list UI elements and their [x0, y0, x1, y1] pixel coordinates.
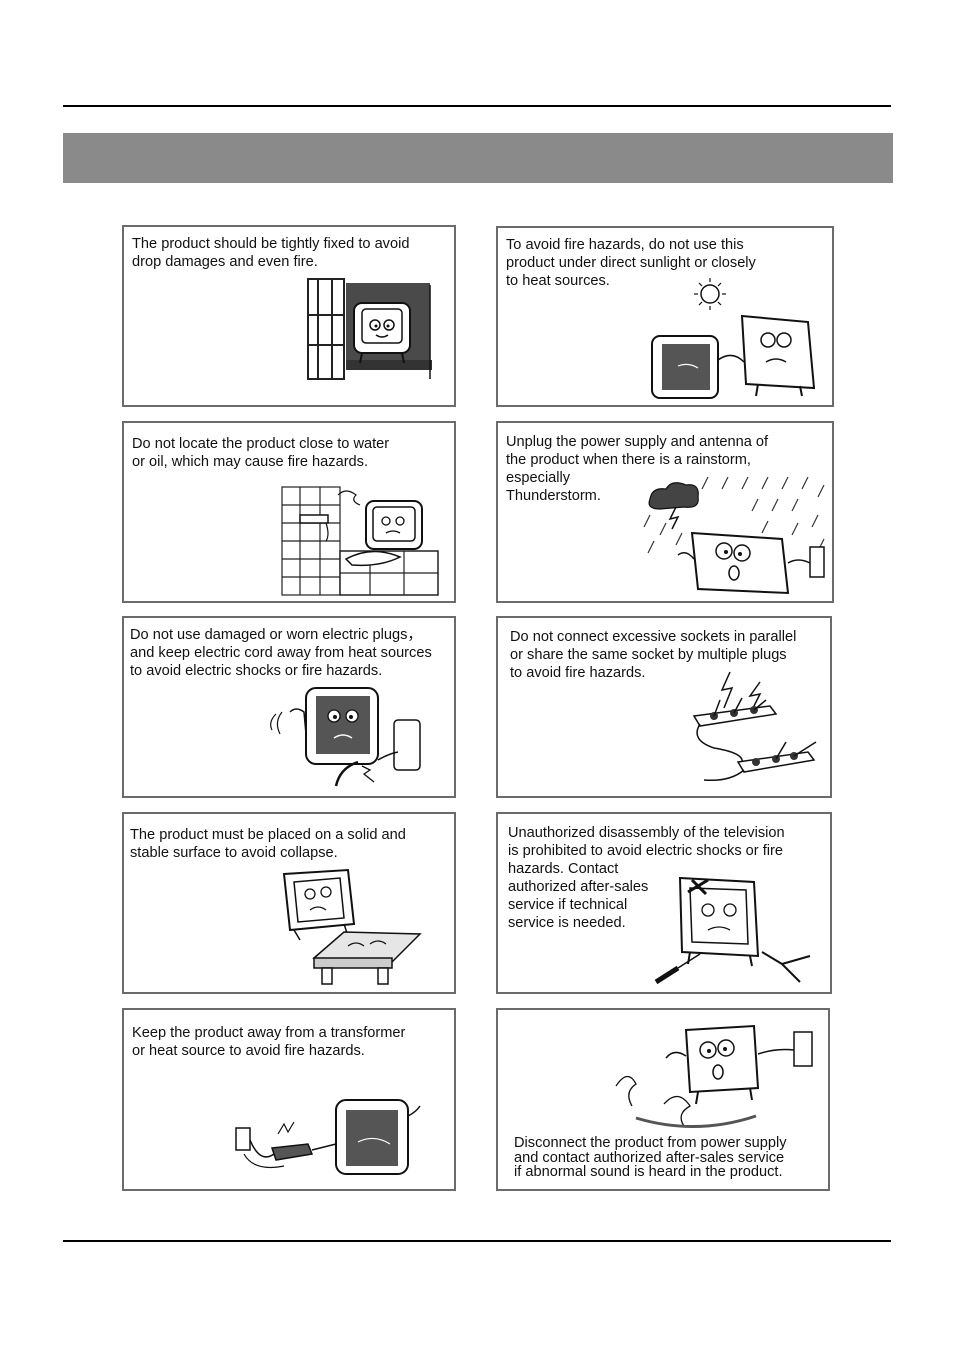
tv-damaged-plug-icon — [270, 687, 421, 787]
panel-transformer: Keep the product away from a transformer… — [122, 1008, 456, 1191]
panel-text: The product must be placed on a solid an… — [130, 827, 406, 861]
tv-on-wall-shelf-icon — [307, 278, 432, 380]
top-rule — [63, 105, 891, 107]
panel-damaged-plugs: Do not use damaged or worn electric plug… — [122, 616, 456, 798]
panel-text: Do not connect excessive sockets in para… — [510, 629, 797, 681]
panel-text: Disconnect the product from power supply… — [514, 1135, 787, 1180]
bottom-rule — [63, 1240, 891, 1242]
tv-near-water-tap-icon — [281, 486, 439, 596]
tv-in-thunderstorm-icon — [643, 476, 825, 595]
tv-transformer-icon — [235, 1099, 421, 1175]
panel-water-oil: Do not locate the product close to water… — [122, 421, 456, 603]
panel-text: To avoid fire hazards, do not use this p… — [506, 237, 756, 289]
panel-text: The product should be tightly fixed to a… — [132, 236, 410, 270]
overloaded-power-strip-icon — [692, 671, 817, 782]
panel-text: Unplug the power supply and antenna of t… — [506, 434, 769, 504]
panel-stable-surface: The product must be placed on a solid an… — [122, 812, 456, 994]
panel-unauthorized-disassembly: Unauthorized disassembly of the televisi… — [496, 812, 832, 994]
panel-text: Keep the product away from a transformer… — [132, 1025, 406, 1059]
tv-with-tools-icon — [654, 876, 811, 985]
panel-thunderstorm: Unplug the power supply and antenna of t… — [496, 421, 834, 603]
panel-fix-product: The product should be tightly fixed to a… — [122, 225, 456, 407]
panel-abnormal-sound: Disconnect the product from power supply… — [496, 1008, 830, 1191]
section-banner — [63, 133, 893, 183]
panel-excessive-sockets: Do not connect excessive sockets in para… — [496, 616, 832, 798]
tv-on-table-icon — [282, 868, 422, 985]
panel-text: Do not use damaged or worn electric plug… — [130, 627, 432, 679]
panel-text: Unauthorized disassembly of the televisi… — [508, 825, 785, 931]
tv-abnormal-sound-icon — [615, 1024, 813, 1128]
panel-text: Do not locate the product close to water… — [132, 436, 390, 470]
tv-sun-heater-icon — [651, 278, 816, 399]
panel-sunlight-heat: To avoid fire hazards, do not use this p… — [496, 226, 834, 407]
